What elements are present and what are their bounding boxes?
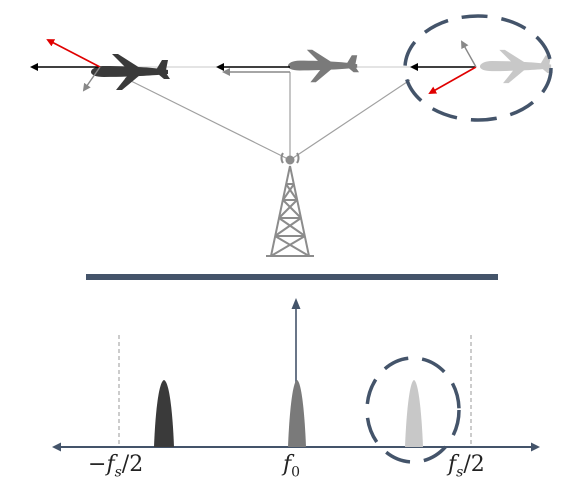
- radial-arrow-red-left: [46, 39, 101, 68]
- label-f0: f0: [283, 452, 301, 481]
- tower-link-left: [124, 77, 291, 161]
- tangential-arrow-right: [461, 40, 477, 68]
- airplane-icon-dark: [91, 54, 170, 90]
- radio-tower-icon: [266, 152, 314, 257]
- spectral-peak-dark: [154, 380, 174, 447]
- highlight-circle-peak: [365, 356, 461, 464]
- tower-link-right: [289, 79, 411, 161]
- airplane-icon-light: [479, 49, 553, 84]
- carrier-arrowhead: [291, 298, 301, 309]
- section-divider: [86, 274, 498, 280]
- label-fs-half: fs/2: [448, 452, 485, 481]
- airplane-icon-mid: [287, 49, 359, 83]
- spectral-peak-light: [405, 380, 423, 447]
- frequency-axis-left-arrowhead: [52, 442, 61, 452]
- radial-arrow-red-right: [428, 66, 477, 94]
- highlight-circle-aircraft: [403, 14, 553, 122]
- label-neg-fs-half: −fs/2: [88, 452, 144, 481]
- spectral-peak-mid: [288, 380, 306, 447]
- tangential-arrow-left: [82, 66, 101, 92]
